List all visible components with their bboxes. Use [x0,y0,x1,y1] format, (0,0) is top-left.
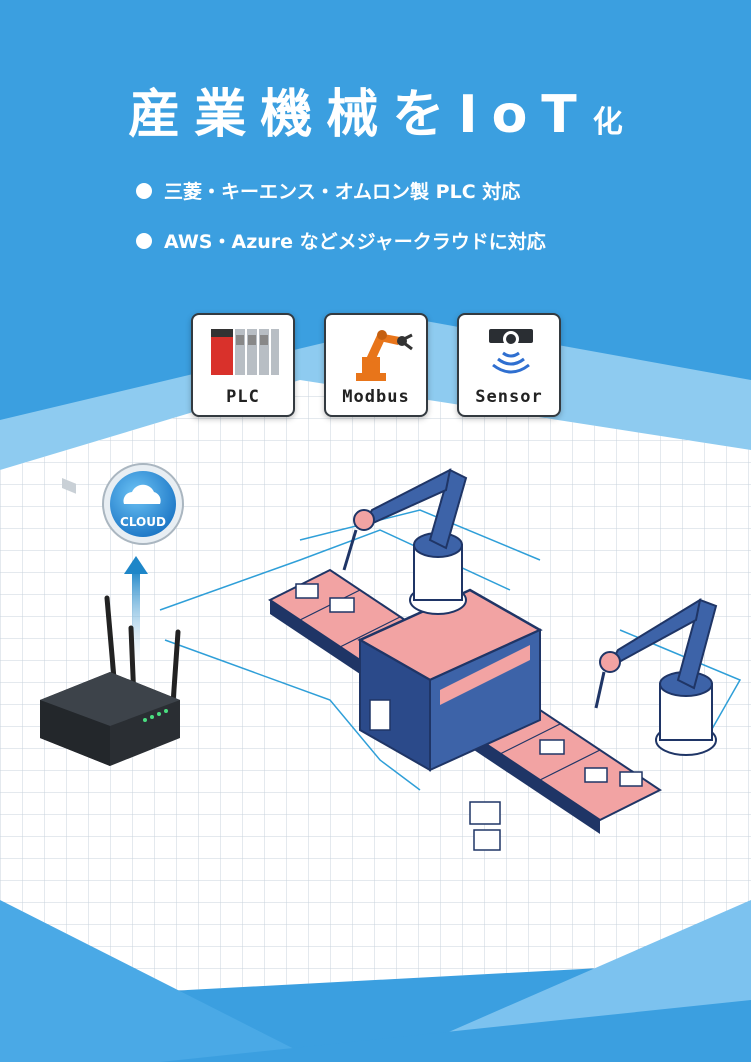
card-label: Sensor [475,387,543,407]
bottom-left-shape [0,900,320,1062]
cloud-label: CLOUD [120,515,166,529]
bottom-band [160,1000,751,1062]
feature-bullet-cloud: AWS・Azure などメジャークラウドに対応 [136,227,546,254]
feature-text: AWS・Azure などメジャークラウドに対応 [164,231,546,253]
upload-arrow-head [124,556,148,574]
bullet-dot-icon [136,232,152,249]
card-label: PLC [226,387,260,407]
feature-bullet-plc: 三菱・キーエンス・オムロン製 PLC 対応 [136,177,520,204]
upload-arrow-shaft [132,570,140,680]
cloud-badge: CLOUD [102,463,184,545]
bullet-dot-icon [136,182,152,199]
card-label: Modbus [342,387,410,407]
card-modbus: Modbus [324,313,428,417]
plc-icon [211,329,279,375]
sensor-icon [489,329,533,374]
processing-machine [357,588,543,772]
robot-arm-left [342,468,468,615]
robot-arm-right [594,597,718,756]
page-title: 産業機械をIoT化 [0,72,751,147]
feature-text: 三菱・キーエンス・オムロン製 PLC 対応 [164,181,521,203]
card-sensor: Sensor [457,313,561,417]
robot-arm-icon [356,330,413,381]
card-plc: PLC [191,313,295,417]
title-main: 産業機械をIoT [128,85,591,145]
cloud-icon [123,484,161,504]
title-suffix: 化 [592,105,623,140]
gateway-device [40,478,181,766]
